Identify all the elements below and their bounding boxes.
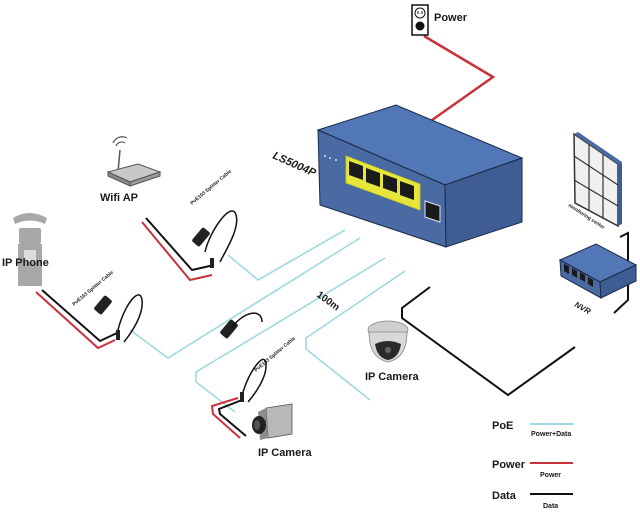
splitter-label-camera: PoE103 Splitter Cable [253,336,297,374]
legend-data-caption: Data [543,503,558,510]
splitter-label-wifi: PoE103 Splitter Cable [189,169,233,207]
ip-phone-icon [13,213,47,286]
camera-data-cable [217,399,247,437]
box-ip-camera-label: IP Camera [258,447,312,459]
legend-data-name: Data [492,490,517,502]
dome-ip-camera-label: IP Camera [365,371,419,383]
uplink-port [424,200,441,223]
legend: PoE Power+Data Power Power Data Data [492,420,573,510]
dome-ip-camera-icon [367,320,409,363]
legend-power-name: Power [492,459,526,471]
switch-model-label: LS5004P [271,150,318,180]
poe-port-3 [383,174,397,193]
monitoring-center-icon [573,132,622,228]
nvr-label: NVR [573,300,592,316]
splitter-phone [94,294,143,343]
phone-power-cable [35,291,116,350]
nvr-icon [558,243,638,299]
poe-cable-phone [129,237,361,359]
poe-cable-dome-camera [305,270,406,401]
phone-data-cable [41,289,118,343]
legend-poe-name: PoE [492,420,513,432]
camera-power-cable [210,397,241,439]
wifi-ap-label: Wifi AP [100,192,138,204]
ip-phone-label: IP Phone [2,257,49,269]
poe-port-4 [400,181,414,200]
splitter-camera [220,312,267,403]
wifi-data-cable [145,217,215,272]
legend-power-caption: Power [540,472,561,479]
power-outlet-icon [411,4,429,36]
poe-cable-wifi [227,229,346,281]
splitter-wifi [192,210,238,268]
poe-cable-box-camera [195,257,386,413]
poe-port-2 [366,168,380,187]
power-outlet-label: Power [434,12,468,24]
box-ip-camera-icon [252,403,293,440]
poe-switch [316,104,524,248]
legend-poe-caption: Power+Data [531,431,571,438]
legend-item-data: Data Data [492,490,573,510]
data-cable-switch-nvr [401,286,576,397]
poe-port-1 [349,161,363,180]
power-cable-outlet [423,34,496,127]
wifi-ap-icon [106,136,162,187]
legend-item-poe: PoE Power+Data [492,420,573,438]
legend-item-power: Power Power [492,459,573,479]
wifi-power-cable [141,221,213,282]
